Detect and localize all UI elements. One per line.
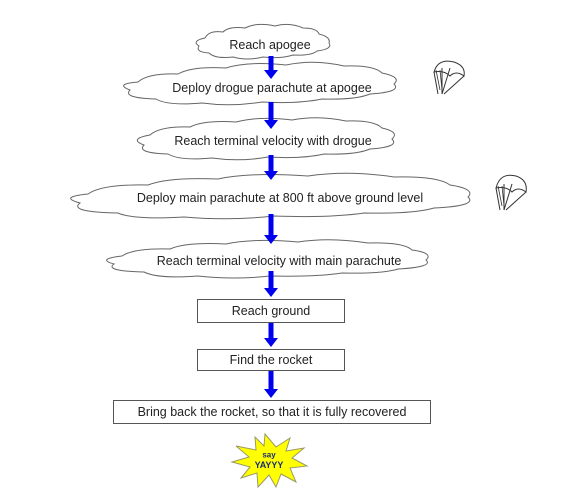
step-deploy-drogue: Deploy drogue parachute at apogee bbox=[172, 81, 372, 95]
arrow-head-4 bbox=[264, 235, 278, 244]
cloud-step-5 bbox=[106, 239, 429, 279]
arrow-shaft-5 bbox=[268, 271, 274, 289]
flow-arrows bbox=[264, 56, 278, 398]
arrow-head-3 bbox=[264, 171, 278, 180]
step-find-rocket: Find the rocket bbox=[197, 349, 345, 371]
step-bring-back-rocket: Bring back the rocket, so that it is ful… bbox=[113, 400, 431, 424]
burst-text-yay: YAYYY bbox=[254, 460, 284, 470]
arrow-shaft-3 bbox=[268, 155, 274, 172]
arrow-shaft-2 bbox=[268, 102, 274, 121]
step-deploy-main: Deploy main parachute at 800 ft above gr… bbox=[136, 191, 424, 205]
step-reach-apogee: Reach apogee bbox=[229, 38, 311, 52]
arrow-shaft-1 bbox=[268, 56, 274, 71]
burst-text-say: say bbox=[262, 450, 276, 460]
cloud-step-1 bbox=[195, 23, 331, 60]
step-reach-ground: Reach ground bbox=[197, 299, 345, 323]
cloud-step-4 bbox=[70, 172, 471, 220]
parachute-icon bbox=[433, 60, 465, 95]
arrow-head-7 bbox=[264, 389, 278, 398]
arrow-head-6 bbox=[264, 338, 278, 347]
cloud-step-2 bbox=[123, 61, 397, 106]
arrow-head-2 bbox=[264, 120, 278, 129]
arrow-shaft-4 bbox=[268, 214, 274, 236]
arrow-shaft-7 bbox=[268, 371, 274, 390]
step-terminal-velocity-main: Reach terminal velocity with main parach… bbox=[156, 254, 402, 268]
arrow-shaft-6 bbox=[268, 323, 274, 339]
yay-burst bbox=[230, 432, 309, 489]
cloud-step-3 bbox=[136, 117, 395, 161]
arrow-head-5 bbox=[264, 288, 278, 297]
parachute-icon bbox=[495, 174, 527, 211]
arrow-head-1 bbox=[264, 70, 278, 79]
step-terminal-velocity-drogue: Reach terminal velocity with drogue bbox=[174, 134, 372, 148]
